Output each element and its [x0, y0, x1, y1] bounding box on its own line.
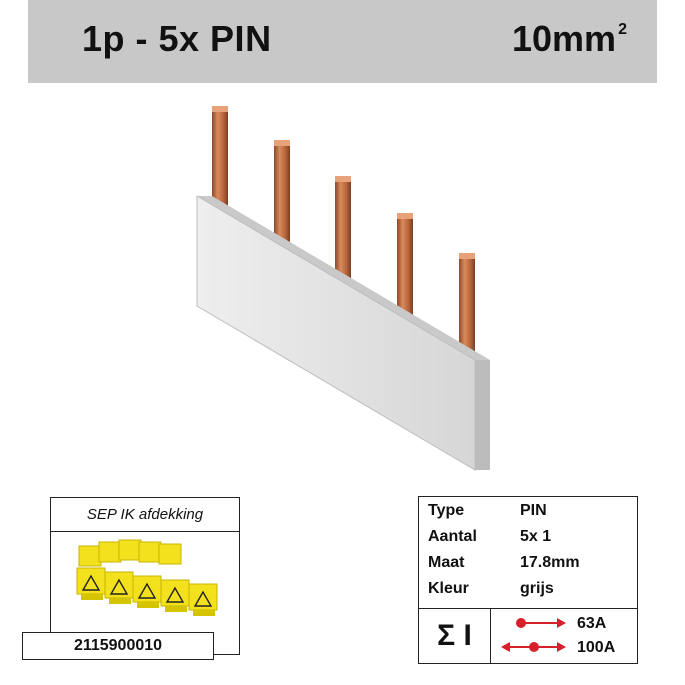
spec-key: Aantal	[428, 528, 477, 545]
rating-row-single-feed: 63A	[499, 613, 635, 635]
gray-busbar-housing	[196, 195, 490, 471]
spec-value: PIN	[520, 502, 547, 519]
spec-properties: Type PIN Aantal 5x 1 Maat 17.8mm Kleur g…	[419, 497, 637, 609]
yellow-covers-image	[76, 539, 218, 616]
spec-key: Maat	[428, 554, 465, 571]
spec-value: 17.8mm	[520, 554, 580, 571]
header-bar	[28, 0, 657, 83]
current-rating-section: Σ I 63A 100A	[419, 608, 637, 663]
spec-row-aantal: Aantal 5x 1	[419, 526, 637, 550]
rating-row-center-feed: 100A	[499, 637, 635, 659]
spec-row-maat: Maat 17.8mm	[419, 552, 637, 576]
spec-table: Type PIN Aantal 5x 1 Maat 17.8mm Kleur g…	[418, 496, 638, 664]
rating-value: 63A	[577, 615, 607, 632]
size-exponent: 2	[618, 21, 627, 38]
spec-key: Kleur	[428, 580, 469, 597]
product-title: 1p - 5x PIN	[82, 18, 272, 59]
cover-article-code: 2115900010	[22, 632, 214, 660]
center-feed-double-arrow-icon	[501, 642, 566, 652]
warning-triangle-icon	[81, 574, 213, 607]
spec-value: 5x 1	[520, 528, 552, 545]
spec-key: Type	[428, 502, 465, 519]
cover-accessory-box: SEP IK afdekking	[50, 497, 240, 655]
rating-value: 100A	[577, 639, 616, 656]
spec-row-type: Type PIN	[419, 500, 637, 524]
pin-4	[397, 213, 413, 327]
pin-2	[274, 140, 290, 252]
pin-5	[459, 253, 475, 363]
cover-title: SEP IK afdekking	[51, 498, 239, 532]
single-feed-arrow-icon	[516, 618, 566, 628]
size-value: 10mm	[512, 18, 617, 59]
pin-1	[212, 106, 228, 218]
pin-3	[335, 176, 351, 288]
spec-value: grijs	[520, 580, 554, 597]
sigma-current-symbol: Σ I	[419, 608, 491, 663]
spec-row-kleur: Kleur grijs	[419, 578, 637, 602]
copper-pins	[212, 106, 475, 363]
